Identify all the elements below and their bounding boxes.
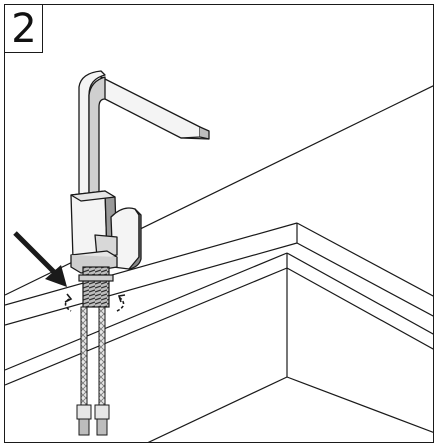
installation-illustration <box>5 70 433 442</box>
step-number-box: 2 <box>5 5 43 53</box>
hose-icon <box>76 306 110 436</box>
sink-basin <box>5 252 433 442</box>
step-number: 2 <box>11 5 36 52</box>
instruction-panel: 2 <box>4 4 434 443</box>
threaded-shank <box>78 266 114 308</box>
arrow-icon <box>13 231 67 287</box>
countertop <box>5 85 433 326</box>
rotation-arrows-icon <box>64 293 126 312</box>
faucet-icon <box>70 70 210 274</box>
